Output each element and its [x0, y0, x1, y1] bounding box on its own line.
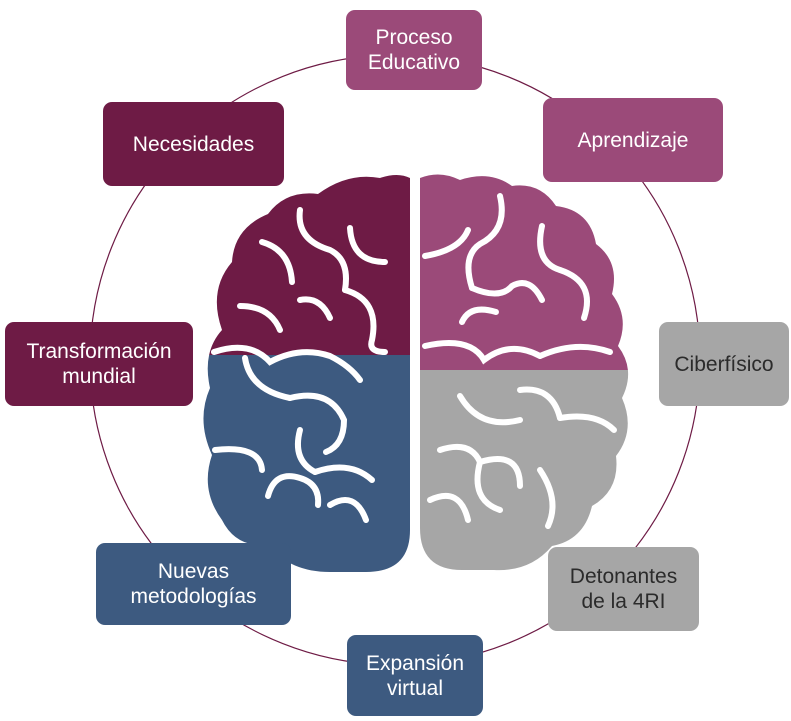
- node-aprendizaje: Aprendizaje: [543, 98, 723, 182]
- brain-bottom-right-lobe: [420, 370, 628, 571]
- node-ciberfisico: Ciberfísico: [659, 322, 789, 406]
- left-folds: [211, 207, 388, 523]
- node-label: Detonantes de la 4RI: [569, 565, 678, 613]
- brain-top-right-lobe: [420, 174, 628, 370]
- node-label: Necesidades: [132, 132, 255, 156]
- node-nuevas-metodologias: Nuevas metodologías: [96, 543, 291, 625]
- node-label: Nuevas metodologías: [130, 560, 257, 608]
- node-label: Proceso Educativo: [367, 26, 461, 74]
- brain-left-hemisphere: [203, 175, 410, 572]
- node-necesidades: Necesidades: [103, 102, 284, 186]
- right-folds: [422, 193, 617, 529]
- node-detonantes-4ri: Detonantes de la 4RI: [548, 547, 699, 631]
- brain-right-hemisphere: [420, 174, 628, 571]
- node-label: Expansión virtual: [365, 651, 465, 700]
- node-label: Transformación mundial: [26, 340, 172, 388]
- node-transformacion-mundial: Transformación mundial: [5, 322, 193, 406]
- node-label: Aprendizaje: [577, 128, 689, 152]
- node-expansion-virtual: Expansión virtual: [347, 635, 483, 716]
- node-proceso-educativo: Proceso Educativo: [346, 10, 482, 90]
- node-label: Ciberfísico: [674, 352, 774, 376]
